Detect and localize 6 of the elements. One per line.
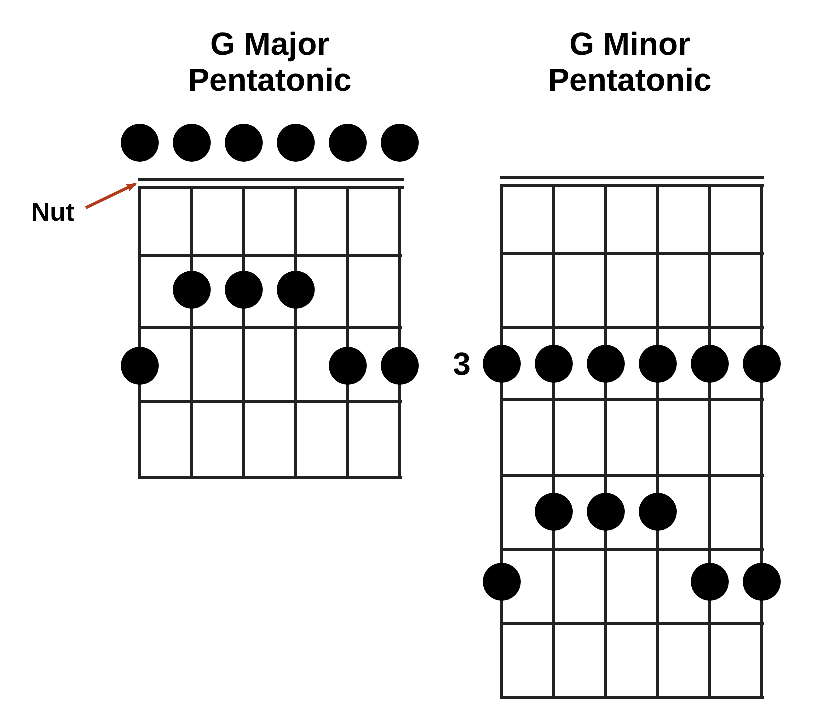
nut-label: Nut xyxy=(22,194,84,230)
leader-arrow xyxy=(85,182,137,210)
nut-bar xyxy=(138,178,404,190)
scale-title: G Major Pentatonic xyxy=(187,26,353,98)
fret-number: 3 xyxy=(452,346,472,382)
scale-title: G Minor Pentatonic xyxy=(547,26,713,98)
